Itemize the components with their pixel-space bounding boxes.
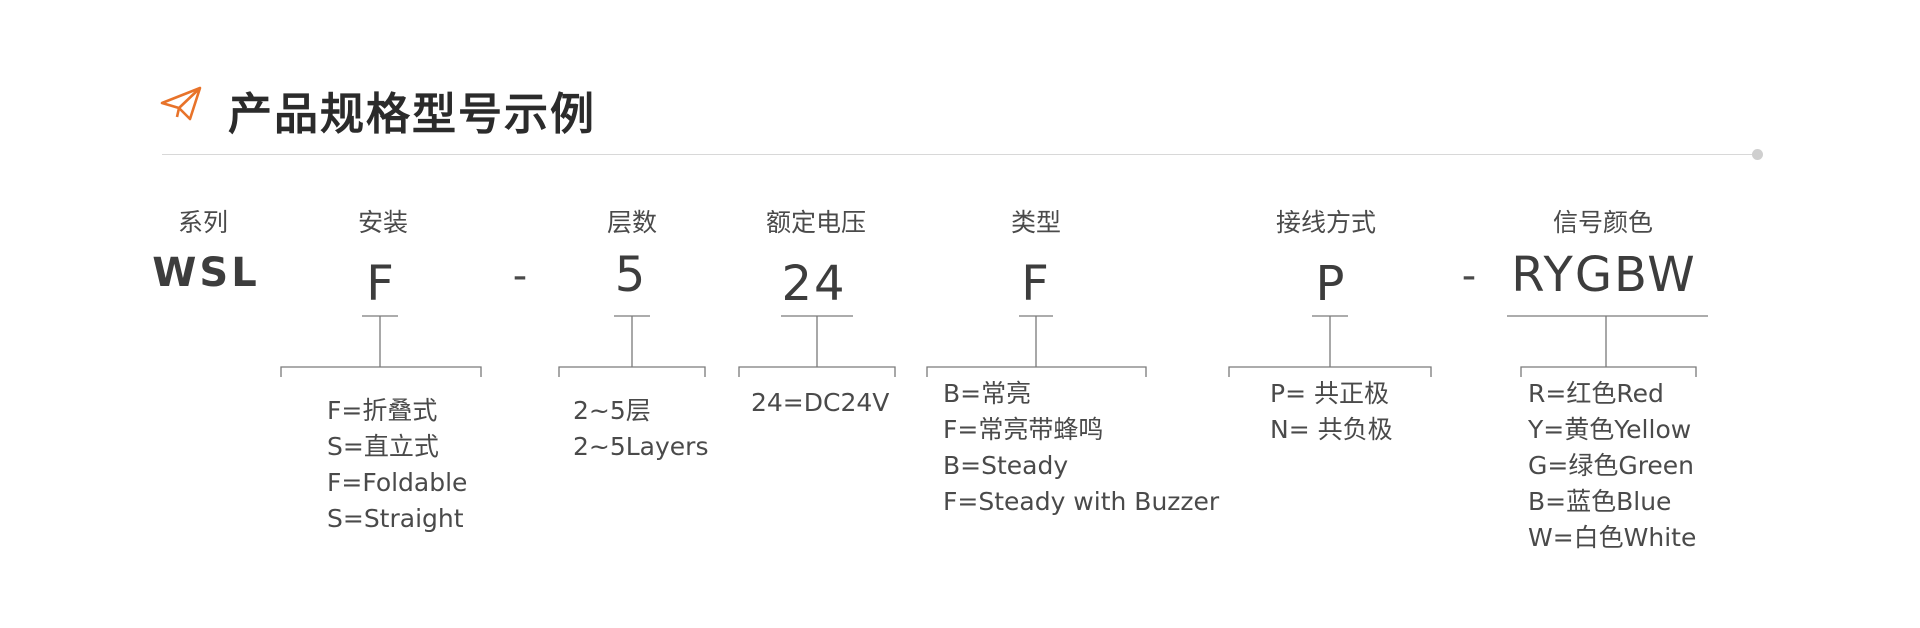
page-title: 产品规格型号示例 — [228, 89, 596, 140]
layers-code: 5 — [614, 247, 648, 303]
color-label: 信号颜色 — [1552, 208, 1654, 237]
series-label: 系列 — [177, 208, 229, 237]
type-code: F — [1021, 256, 1051, 312]
layers-option: 2~5Layers — [573, 432, 709, 461]
color-option: Y=黄色Yellow — [1528, 415, 1692, 444]
layers-label: 层数 — [606, 208, 658, 237]
layers-options: 2~5层 2~5Layers — [573, 393, 709, 465]
separator-dash: - — [512, 253, 528, 299]
wiring-label: 接线方式 — [1275, 208, 1377, 237]
voltage-bracket — [738, 366, 896, 377]
voltage-options: 24=DC24V — [751, 385, 889, 421]
mount-option: S=直立式 — [327, 432, 439, 461]
series-code: WSL — [152, 250, 260, 296]
wiring-options: P= 共正极 N= 共负极 — [1270, 376, 1393, 448]
type-option: F=常亮带蜂鸣 — [943, 415, 1104, 444]
color-options: R=红色Red Y=黄色Yellow G=绿色Green B=蓝色Blue W=… — [1528, 376, 1696, 556]
wiring-code: P — [1315, 256, 1347, 312]
wiring-option: P= 共正极 — [1270, 379, 1389, 408]
type-option: B=常亮 — [943, 379, 1032, 408]
mount-option: S=Straight — [327, 504, 464, 533]
mount-bracket — [280, 366, 482, 377]
voltage-label: 额定电压 — [765, 208, 867, 237]
mount-code: F — [366, 256, 396, 312]
color-option: B=蓝色Blue — [1528, 487, 1672, 516]
voltage-code: 24 — [781, 256, 847, 312]
mount-label: 安装 — [357, 208, 409, 237]
color-code: RYGBW — [1511, 247, 1697, 303]
layers-option: 2~5层 — [573, 396, 651, 425]
type-option: F=Steady with Buzzer — [943, 487, 1220, 516]
divider-end-dot — [1752, 149, 1763, 160]
type-label: 类型 — [1010, 208, 1062, 237]
type-option: B=Steady — [943, 451, 1069, 480]
color-option: G=绿色Green — [1528, 451, 1695, 480]
layers-bracket — [558, 366, 706, 377]
mount-option: F=Foldable — [327, 468, 468, 497]
separator-dash: - — [1461, 253, 1477, 299]
voltage-option: 24=DC24V — [751, 388, 890, 417]
mount-option: F=折叠式 — [327, 396, 438, 425]
paper-plane-icon — [160, 86, 202, 121]
wiring-option: N= 共负极 — [1270, 415, 1393, 444]
header-divider — [162, 154, 1762, 155]
color-option: W=白色White — [1528, 523, 1697, 552]
mount-options: F=折叠式 S=直立式 F=Foldable S=Straight — [327, 393, 467, 537]
type-options: B=常亮 F=常亮带蜂鸣 B=Steady F=Steady with Buzz… — [943, 376, 1219, 520]
color-option: R=红色Red — [1528, 379, 1664, 408]
